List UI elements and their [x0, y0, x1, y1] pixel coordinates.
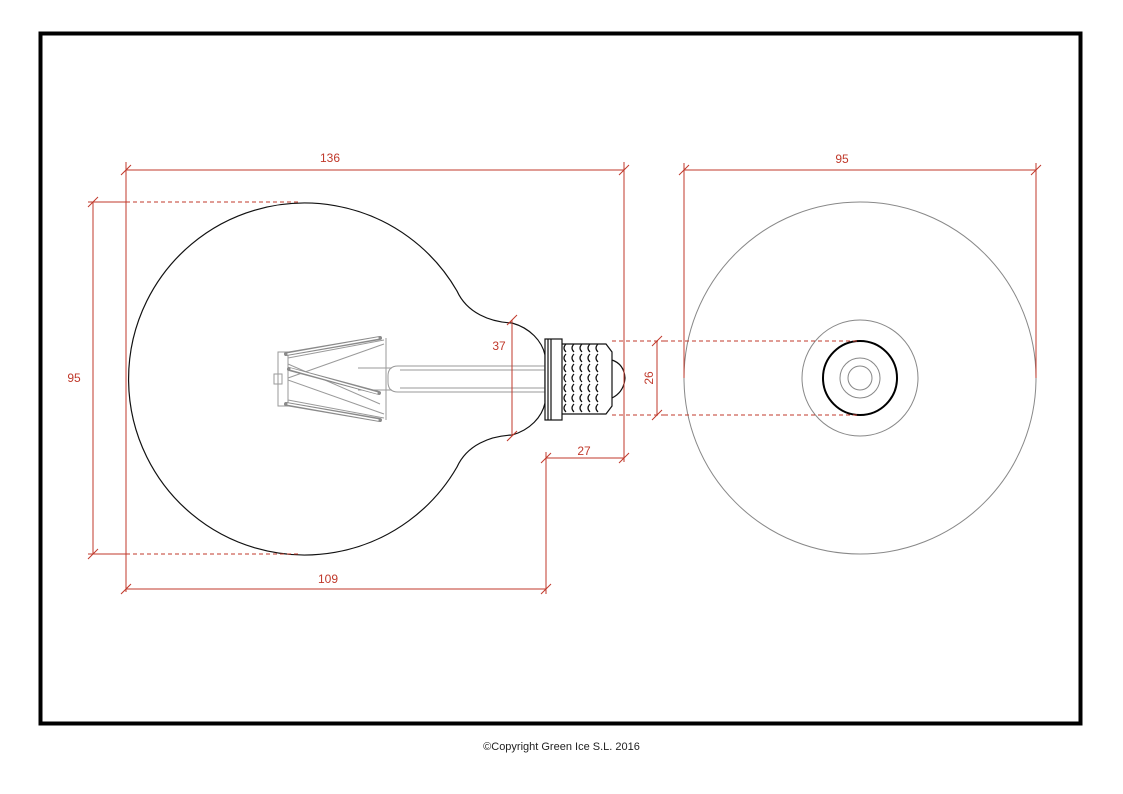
dim-globe-diameter-front: 95 — [835, 152, 849, 166]
side-view — [127, 202, 626, 556]
dim-neck-diameter: 37 — [492, 339, 506, 353]
dimension-lines — [87, 162, 1042, 595]
front-contact-inner — [847, 365, 873, 391]
dim-cap-diameter: 26 — [642, 371, 656, 385]
globe-outline — [127, 202, 546, 556]
front-cap-circle — [822, 340, 898, 416]
front-globe-circle — [683, 201, 1037, 555]
dim-cap-length: 27 — [577, 444, 591, 458]
drawing-frame — [38, 31, 1083, 726]
dim-globe-diameter-side: 95 — [67, 371, 81, 385]
front-view — [683, 201, 1037, 555]
copyright-notice: ©Copyright Green Ice S.L. 2016 — [483, 741, 640, 753]
dim-total-length: 136 — [320, 151, 340, 165]
front-contact-outer — [839, 357, 881, 399]
front-neck-circle — [801, 319, 919, 437]
screw-cap — [544, 338, 626, 421]
dim-globe-length: 109 — [318, 572, 338, 586]
